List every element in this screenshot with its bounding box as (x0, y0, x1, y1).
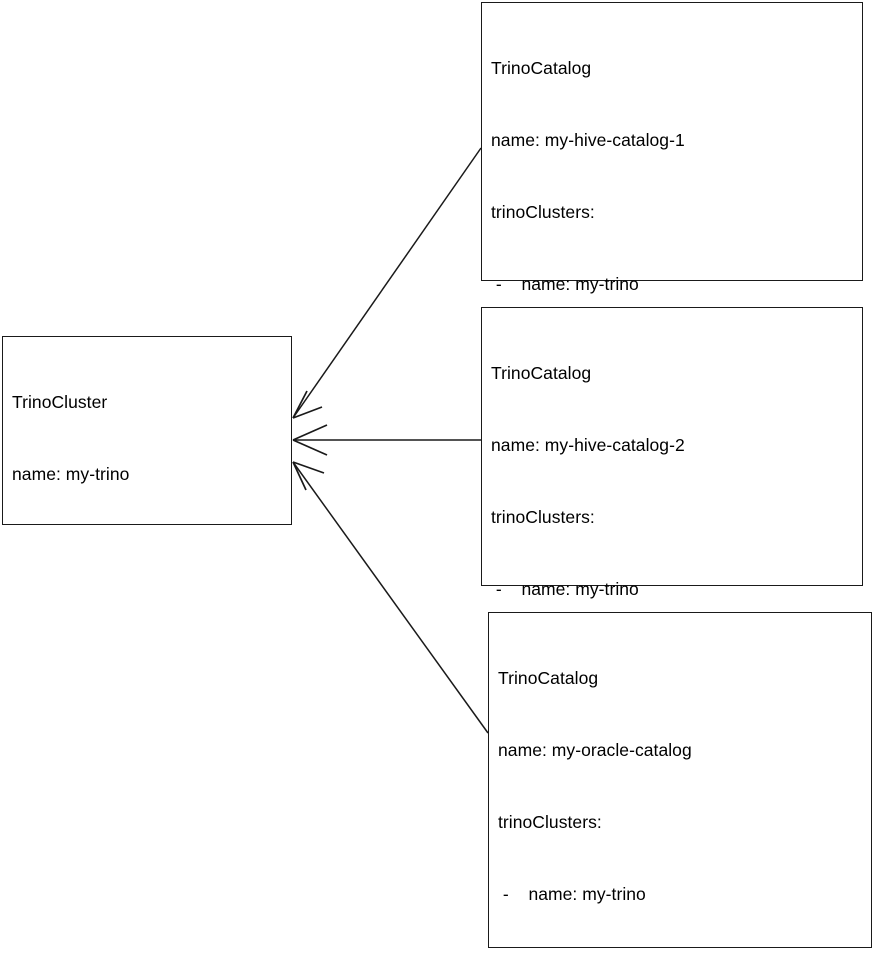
node-line: name: my-trino (12, 464, 130, 484)
node-trino-catalog-my-hive-catalog-2[interactable]: TrinoCatalog name: my-hive-catalog-2 tri… (481, 307, 863, 887)
node-line: name: my-hive-catalog-1 (491, 130, 685, 150)
node-trino-catalog-my-oracle-catalog[interactable]: TrinoCatalog name: my-oracle-catalog tri… (488, 612, 872, 948)
node-line: name: my-oracle-catalog (498, 740, 692, 760)
node-line: - name: my-trino (491, 579, 639, 599)
edge-catalog-1-to-cluster (292, 147, 482, 419)
node-trino-cluster-text: TrinoCluster name: my-trino (12, 342, 129, 534)
node-line: trinoClusters: (491, 507, 595, 527)
node-line: trinoClusters: (491, 202, 595, 222)
node-line: name: my-hive-catalog-2 (491, 435, 685, 455)
edge-catalog-3-to-cluster (292, 461, 489, 734)
node-line: TrinoCluster (12, 392, 108, 412)
node-line: TrinoCatalog (498, 668, 599, 688)
node-line: trinoClusters: (498, 812, 602, 832)
node-trino-catalog-my-hive-catalog-1[interactable]: TrinoCatalog name: my-hive-catalog-1 tri… (481, 2, 863, 654)
node-trino-catalog-3-text: TrinoCatalog name: my-oracle-catalog tri… (498, 618, 806, 954)
node-trino-cluster[interactable]: TrinoCluster name: my-trino (2, 336, 292, 525)
node-line: TrinoCatalog (491, 58, 592, 78)
node-line: TrinoCatalog (491, 363, 592, 383)
edge-catalog-2-to-cluster (292, 424, 481, 456)
node-line: - name: my-trino (498, 884, 646, 904)
node-line: - name: my-trino (491, 274, 639, 294)
